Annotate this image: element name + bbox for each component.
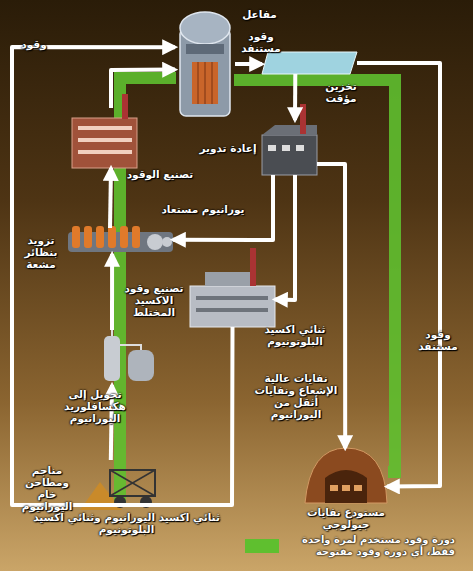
facility-node: مناجم ومطاحن خام اليورانيوم xyxy=(78,460,160,510)
facility-label: تصنيع وقود الاكسيد المختلط xyxy=(120,282,188,318)
reactor-illustration xyxy=(180,12,230,116)
facility-label: تحويل إلى هكسافلوريد اليورانيوم xyxy=(40,388,150,424)
facility-node: تزويد بنظائر مشعة xyxy=(68,228,173,254)
facility-node: مفاعل xyxy=(175,8,235,120)
flow-arrow xyxy=(235,62,262,66)
reprocessing-building xyxy=(262,104,317,175)
facility-label: مفاعل xyxy=(237,8,282,20)
flow-label: وقود مستنفد xyxy=(410,328,466,352)
facility-node: مستودع نفايات جيولوجي xyxy=(305,448,387,503)
enrichment-cylinders xyxy=(68,226,173,252)
flow-arrow xyxy=(293,74,297,120)
flow-arrow xyxy=(110,168,111,228)
flow-arrow xyxy=(317,164,345,448)
flow-arrow xyxy=(357,63,440,487)
flow-arrow xyxy=(275,175,295,300)
fabrication-building xyxy=(72,94,137,168)
repository-mound xyxy=(305,448,387,503)
flow-label: نفايات عالية الإشعاع ونفايات أثقل من الي… xyxy=(250,372,342,420)
flow-note: وقود xyxy=(16,38,52,50)
facility-label: مناجم ومطاحن خام اليورانيوم xyxy=(18,464,76,512)
facility-node: تخزين مؤقت xyxy=(262,52,357,74)
facility-label: تزويد بنظائر مشعة xyxy=(16,234,66,270)
facility-label: إعادة تدوير xyxy=(198,142,258,154)
facility-node: إعادة تدوير xyxy=(262,120,317,175)
facility-label: تخزين مؤقت xyxy=(320,80,362,104)
flow-arrow xyxy=(12,47,233,505)
facility-node: تصنيع الوقود xyxy=(72,108,137,168)
flow-arrow xyxy=(111,70,175,108)
conversion-plant xyxy=(104,328,154,381)
facility-label: تصنيع الوقود xyxy=(120,168,200,180)
facility-node: تحويل إلى هكسافلوريد اليورانيوم xyxy=(100,330,160,385)
storage-pool xyxy=(262,52,357,74)
flow-label: وقود مستنفد xyxy=(236,30,286,54)
legend-swatch xyxy=(245,539,279,553)
flow-arrow xyxy=(110,254,114,330)
legend-text: دورة وقود مستخدم لمرة واحدة فقط، أي دورة… xyxy=(285,534,455,558)
flow-label: ثنائي اكسيد البلوتونيوم xyxy=(262,323,328,347)
flow-label: ثنائي اكسيد اليورانيوم وثنائي اكسيد البل… xyxy=(14,511,239,535)
mox-building xyxy=(190,248,275,327)
facility-label: مستودع نفايات جيولوجي xyxy=(293,506,399,530)
legend-entry: دورة وقود مستخدم لمرة واحدة فقط، أي دورة… xyxy=(245,534,455,558)
facility-node: تصنيع وقود الاكسيد المختلط xyxy=(190,272,275,327)
flow-label: يورانيوم مستعاد xyxy=(158,203,248,215)
once-through-band xyxy=(234,80,395,472)
